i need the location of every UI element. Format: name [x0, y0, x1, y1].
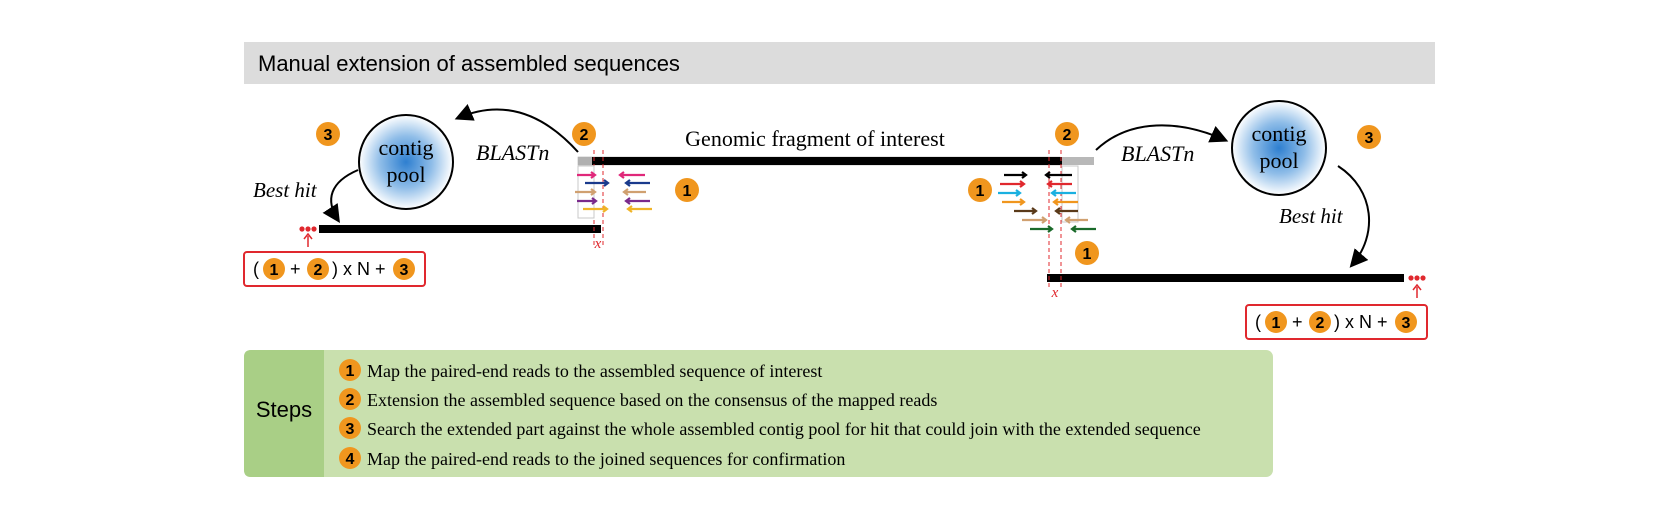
best-hit-arrow-right — [1337, 165, 1371, 268]
contig-pool-right — [1231, 100, 1327, 196]
svg-text:1: 1 — [976, 183, 985, 200]
contig-pool-left — [358, 114, 454, 210]
blast-arrow-left — [454, 104, 579, 153]
svg-text:1: 1 — [346, 363, 355, 380]
badge-right-1b: 1 — [1075, 241, 1099, 265]
x-label-right: x — [1051, 285, 1059, 301]
svg-text:Search the extended part again: Search the extended part against the who… — [367, 419, 1201, 439]
badge-right-2: 2 — [1055, 122, 1079, 146]
contig-pool-left-line2: pool — [386, 162, 425, 187]
best-hit-arrow-left — [322, 169, 359, 224]
badge-right-3: 3 — [1357, 125, 1381, 149]
contig-pool-left-line1: contig — [379, 135, 434, 160]
formula-right: ( 1 + 2 ) x N + 3 — [1245, 304, 1428, 340]
svg-text:1: 1 — [1083, 246, 1092, 263]
svg-text:1: 1 — [1272, 315, 1281, 332]
svg-text:3: 3 — [400, 262, 409, 279]
best-hit-label-left: Best hit — [253, 178, 318, 202]
header-bar — [244, 42, 1435, 84]
svg-text:2: 2 — [580, 127, 589, 144]
badge-left-1: 1 — [675, 178, 699, 202]
blast-arrow-right — [1095, 124, 1229, 151]
svg-text:2: 2 — [314, 262, 323, 279]
badge-right-1a: 1 — [968, 178, 992, 202]
steps-label: Steps — [256, 397, 312, 422]
page-title: Manual extension of assembled sequences — [258, 51, 680, 76]
contig-pool-right-line1: contig — [1252, 121, 1307, 146]
best-hit-label-right: Best hit — [1279, 204, 1344, 228]
svg-text:+: + — [1292, 312, 1303, 332]
step-item-1: 1 Map the paired-end reads to the assemb… — [339, 359, 822, 381]
svg-text:3: 3 — [1365, 130, 1374, 147]
svg-text:1: 1 — [683, 183, 692, 200]
svg-text:2: 2 — [346, 392, 355, 409]
blast-label-right: BLASTn — [1121, 141, 1194, 166]
fragment-title: Genomic fragment of interest — [685, 126, 945, 151]
mapped-reads-right — [998, 165, 1096, 233]
step-item-3: 3 Search the extended part against the w… — [339, 417, 1201, 439]
best-hit-contig-right — [1047, 274, 1404, 282]
dots-right-icon — [1408, 275, 1426, 281]
badge-left-2: 2 — [572, 122, 596, 146]
best-hit-contig-left — [319, 225, 601, 233]
svg-text:(: ( — [1255, 312, 1261, 332]
svg-text:) x N +: ) x N + — [1334, 312, 1388, 332]
steps-panel: Steps 1 Map the paired-end reads to the … — [244, 350, 1273, 477]
svg-text:Extension the assembled sequen: Extension the assembled sequence based o… — [367, 390, 937, 410]
svg-text:+: + — [290, 259, 301, 279]
svg-text:Map the paired-end reads to th: Map the paired-end reads to the joined s… — [367, 449, 845, 469]
svg-text:3: 3 — [1402, 315, 1411, 332]
svg-text:(: ( — [253, 259, 259, 279]
extension-right-gray — [1062, 157, 1094, 165]
formula-left: ( 1 + 2 ) x N + 3 — [243, 251, 426, 287]
svg-text:3: 3 — [324, 127, 333, 144]
genomic-fragment-bar — [592, 157, 1062, 165]
dots-left-icon — [299, 226, 317, 232]
svg-text:3: 3 — [346, 421, 355, 438]
svg-text:4: 4 — [346, 451, 355, 468]
svg-text:1: 1 — [270, 262, 279, 279]
badge-left-3: 3 — [316, 122, 340, 146]
svg-text:2: 2 — [1063, 127, 1072, 144]
svg-text:Map the paired-end reads to th: Map the paired-end reads to the assemble… — [367, 361, 822, 381]
extension-left-segment — [578, 157, 592, 165]
svg-text:) x N +: ) x N + — [332, 259, 386, 279]
contig-pool-right-line2: pool — [1259, 148, 1298, 173]
x-label-left: x — [594, 236, 602, 252]
mapped-reads-left — [575, 165, 652, 219]
step-item-2: 2 Extension the assembled sequence based… — [339, 388, 937, 410]
step-item-4: 4 Map the paired-end reads to the joined… — [339, 447, 845, 469]
blast-label-left: BLASTn — [476, 140, 549, 165]
svg-text:2: 2 — [1316, 315, 1325, 332]
